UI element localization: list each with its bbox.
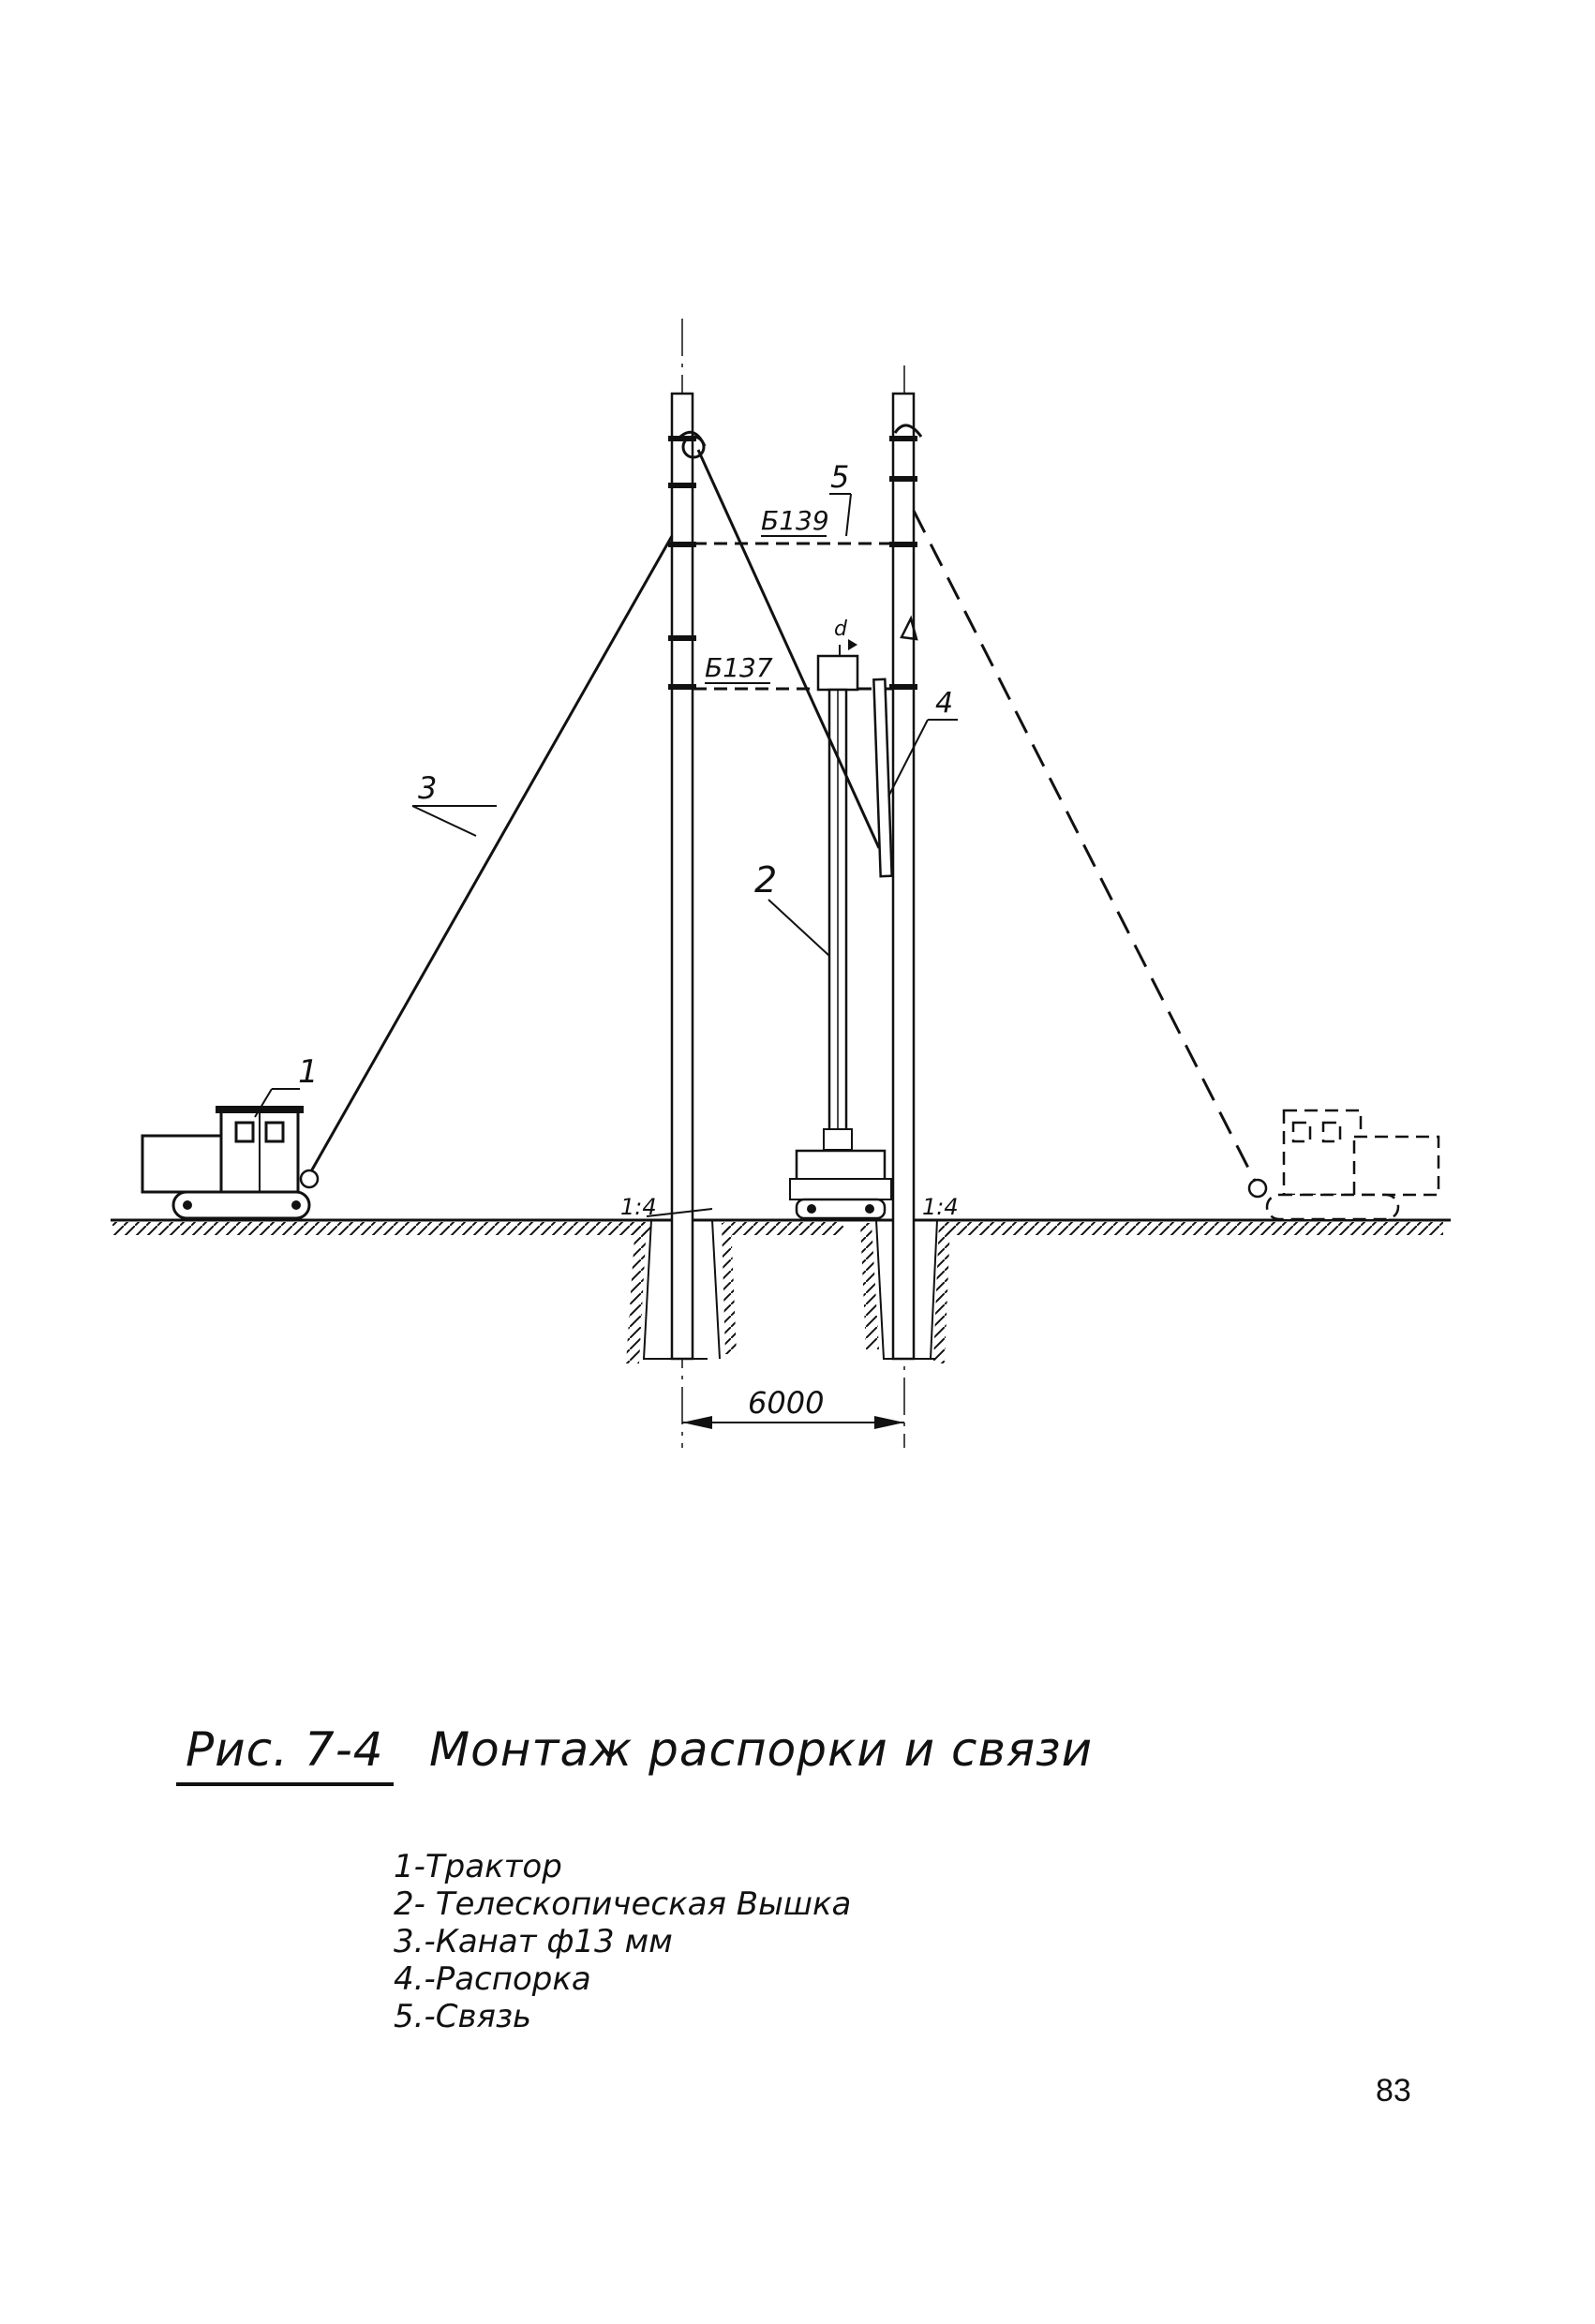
legend-item: 1-Трактор <box>394 1848 562 1885</box>
tower-top-mark: d <box>834 618 848 641</box>
figure-title: Монтаж распорки и связи <box>429 1722 1094 1777</box>
rope-3 <box>299 535 674 1189</box>
svg-text:5: 5 <box>830 459 849 495</box>
figure-caption: Рис. 7-4 Монтаж распорки и связи <box>157 1722 1376 1797</box>
callout-4: 4 <box>887 687 958 797</box>
column-right <box>889 392 923 1361</box>
callout-2: 2 <box>754 859 830 957</box>
svg-text:1: 1 <box>298 1053 319 1091</box>
legend-item: 2- Телескопическая Вышка <box>394 1885 852 1923</box>
svg-text:6000: 6000 <box>748 1385 824 1421</box>
mark-upper: Б139 <box>761 505 829 536</box>
page-number: 83 <box>1376 2073 1411 2108</box>
telescopic-tower-2 <box>789 639 892 1220</box>
pit-right <box>860 1219 950 1363</box>
svg-text:4: 4 <box>935 687 953 720</box>
rigging-rope <box>696 449 881 849</box>
figure-number: Рис. 7-4 <box>176 1722 394 1786</box>
mark-lower: Б137 <box>705 652 773 683</box>
installation-drawing: 1 2 3 4 5 Б139 Б137 d 1:4 1:4 6000 <box>111 319 1451 1448</box>
slope-right: 1:4 <box>922 1194 959 1220</box>
legend-item: 5.-Связь <box>394 1998 532 2035</box>
legend-item: 4.-Распорка <box>394 1960 591 1998</box>
column-left <box>668 392 707 1361</box>
legend: 1-Трактор 2- Телескопическая Вышка 3.-Ка… <box>394 1848 1050 2035</box>
callout-3: 3 <box>411 770 497 837</box>
dimension-6000: 6000 <box>682 1385 904 1429</box>
callout-5: 5 <box>829 459 852 537</box>
callout-1: 1 <box>254 1053 319 1118</box>
svg-text:3: 3 <box>418 770 437 806</box>
rope-right-dashed <box>912 510 1268 1199</box>
ground <box>111 1218 1451 1235</box>
tractor-right <box>1265 1109 1440 1221</box>
pit-left <box>626 1219 737 1363</box>
svg-text:2: 2 <box>754 859 777 901</box>
tractor-left <box>141 1106 311 1220</box>
legend-item: 3.-Канат ф13 мм <box>394 1923 673 1960</box>
strut-4 <box>872 678 893 878</box>
